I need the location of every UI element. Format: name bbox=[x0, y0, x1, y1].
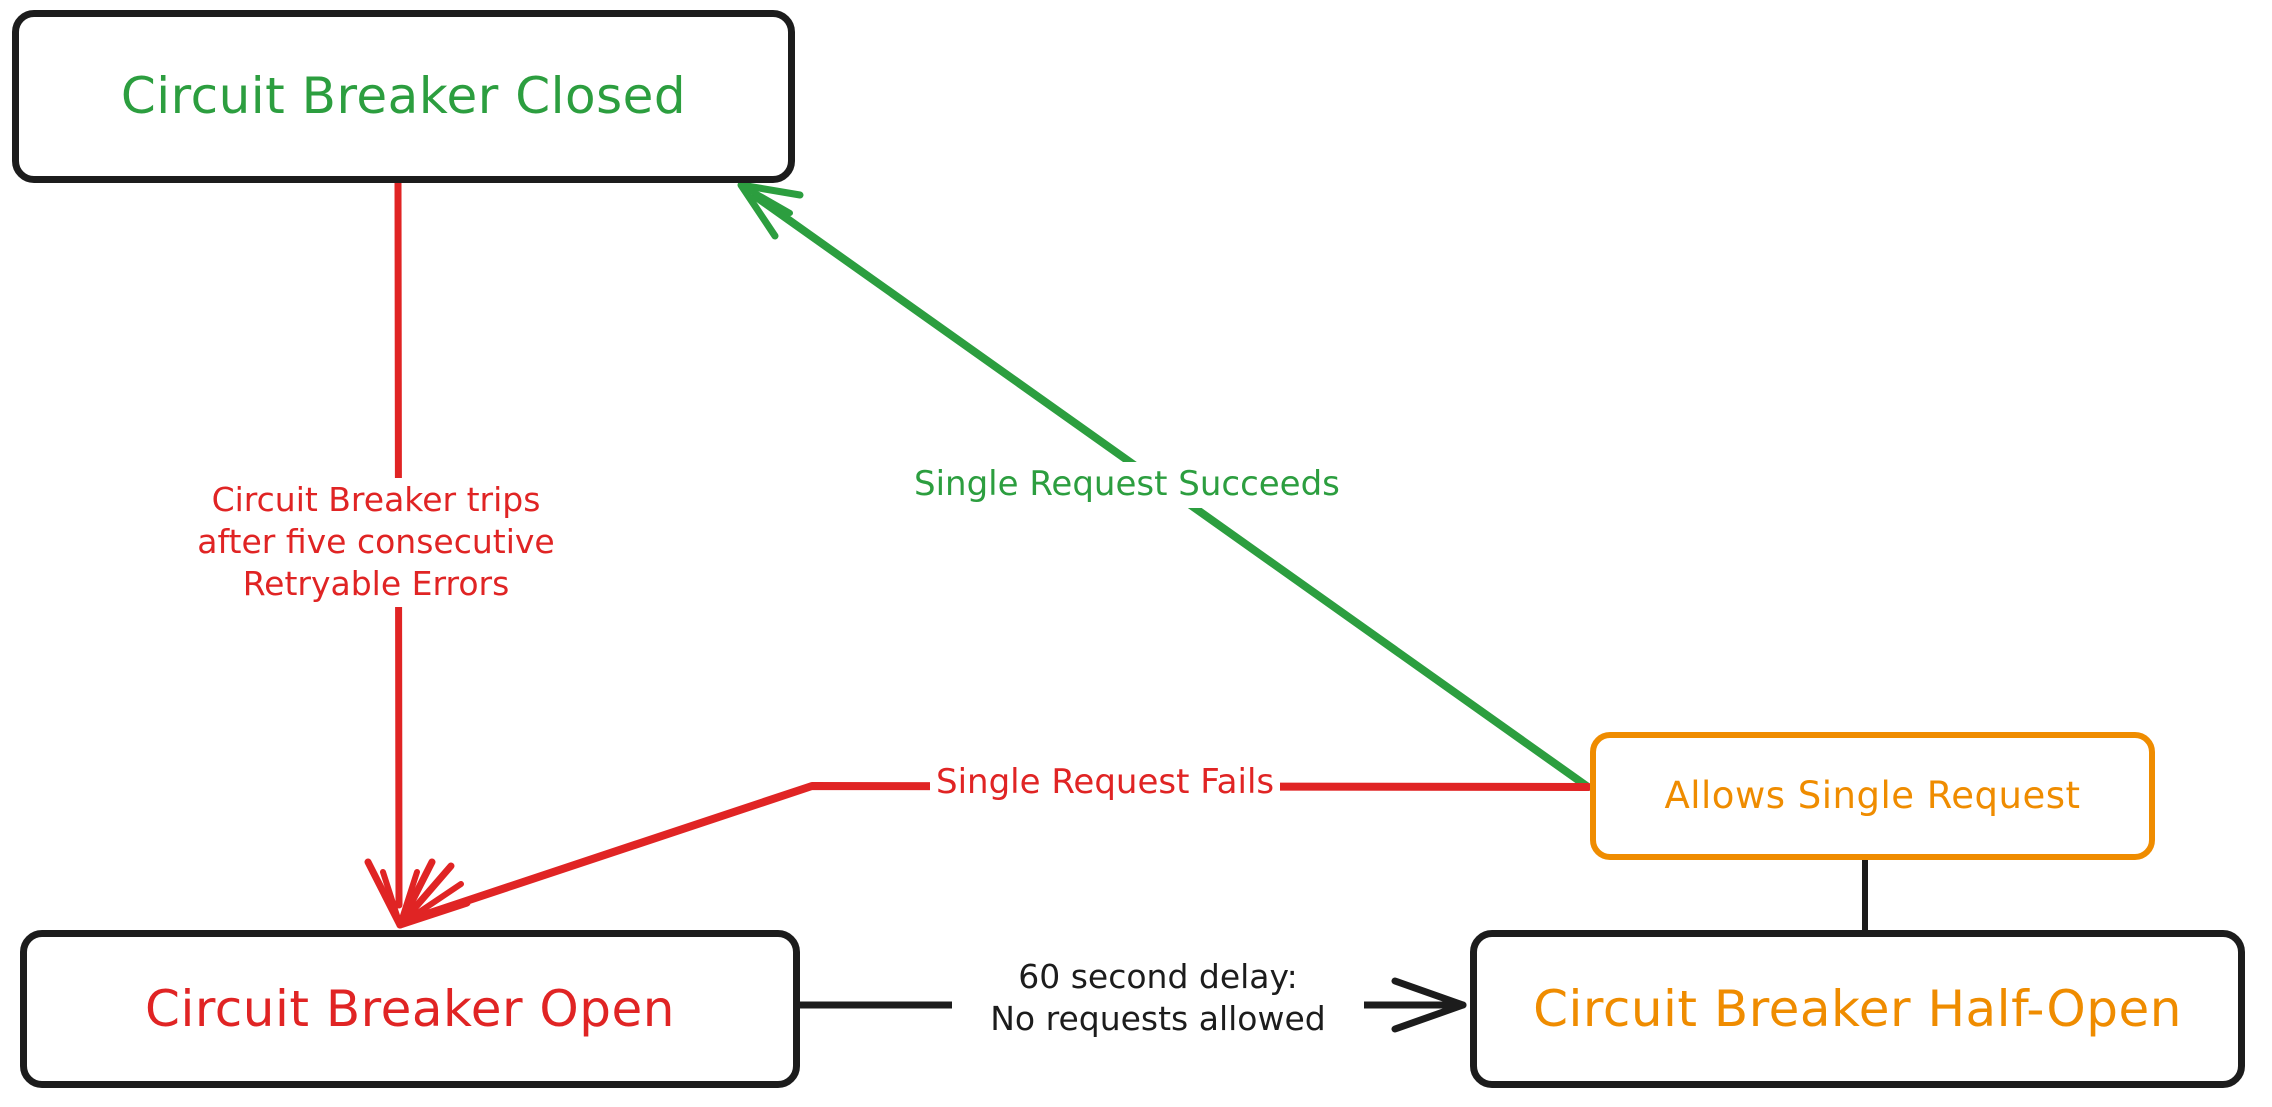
edge-label-trips-line-2: after five consecutive bbox=[197, 522, 555, 562]
node-allows-single-request[interactable]: Allows Single Request bbox=[1590, 732, 2155, 860]
node-circuit-breaker-closed[interactable]: Circuit Breaker Closed bbox=[12, 10, 795, 183]
edge-label-circuit-breaker-trips: Circuit Breaker trips after five consecu… bbox=[160, 478, 592, 607]
node-label-half-open: Circuit Breaker Half-Open bbox=[1533, 979, 2182, 1038]
node-circuit-breaker-half-open[interactable]: Circuit Breaker Half-Open bbox=[1470, 930, 2245, 1088]
node-circuit-breaker-open[interactable]: Circuit Breaker Open bbox=[20, 930, 800, 1088]
node-label-allows-single-request: Allows Single Request bbox=[1664, 773, 2081, 817]
edge-label-delay-line-1: 60 second delay: bbox=[1018, 957, 1298, 996]
edge-label-single-request-succeeds: Single Request Succeeds bbox=[908, 462, 1346, 508]
edge-label-60-second-delay: 60 second delay: No requests allowed bbox=[952, 955, 1364, 1042]
edge-label-trips-line-3: Retryable Errors bbox=[242, 564, 510, 604]
node-label-closed: Circuit Breaker Closed bbox=[120, 67, 687, 125]
edge-label-single-request-fails: Single Request Fails bbox=[930, 760, 1281, 806]
node-label-open: Circuit Breaker Open bbox=[145, 979, 675, 1038]
edge-allows-to-open bbox=[396, 782, 1592, 929]
edge-label-delay-line-2: No requests allowed bbox=[990, 999, 1326, 1039]
edge-label-trips-line-1: Circuit Breaker trips bbox=[211, 480, 541, 519]
